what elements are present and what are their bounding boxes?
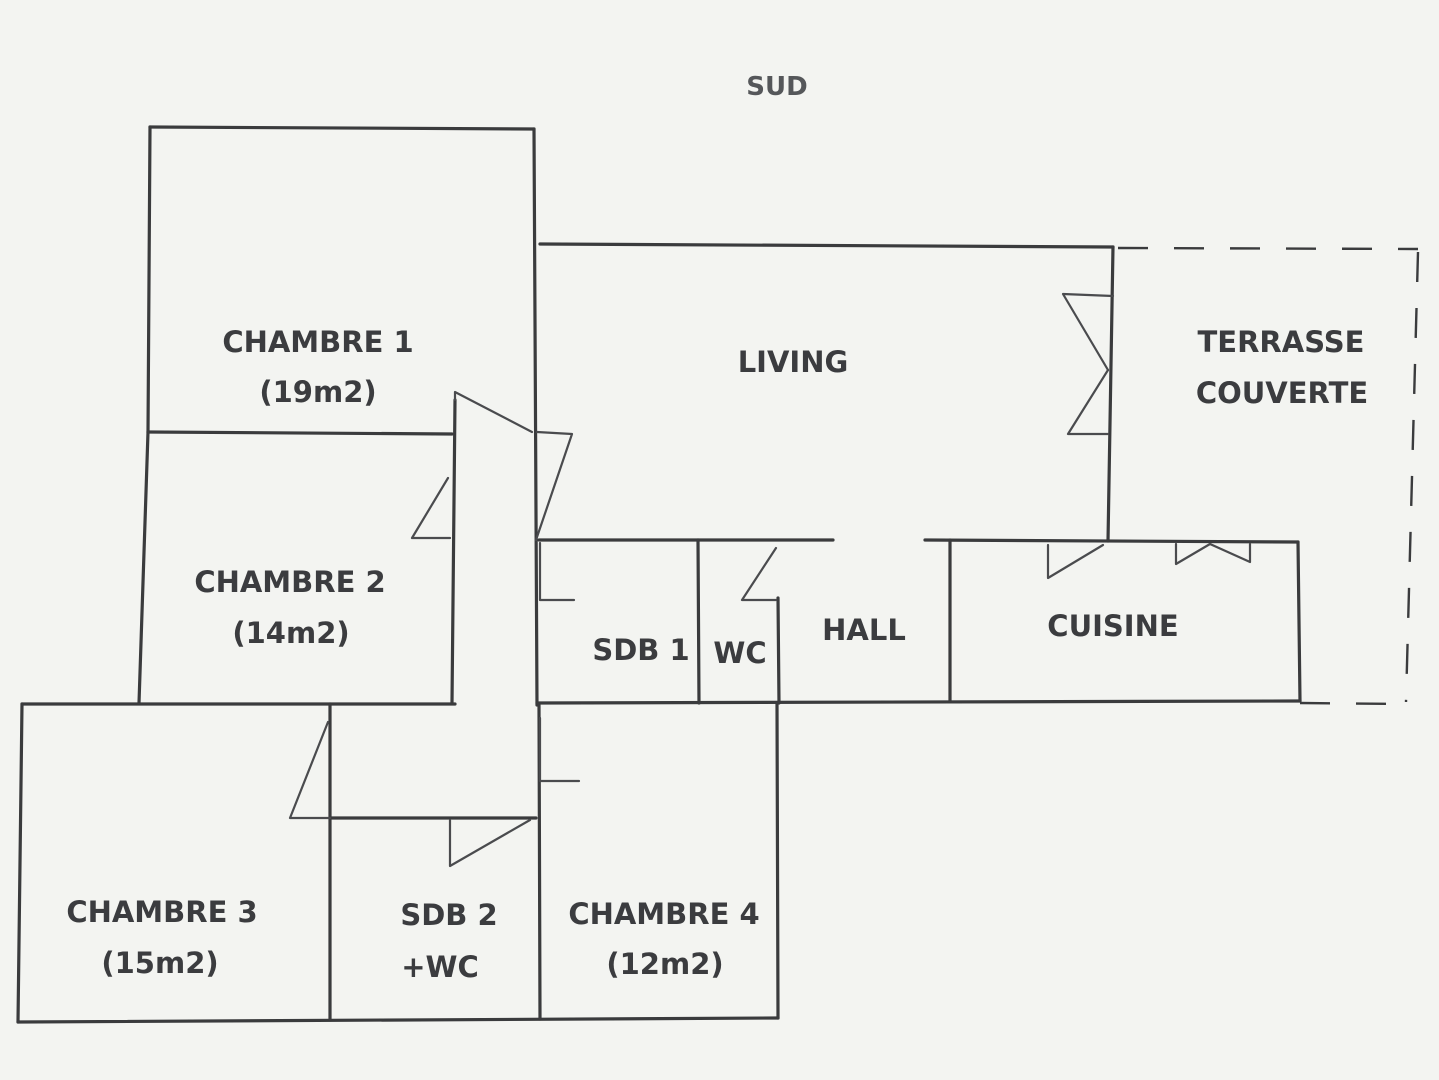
chambre1-name: CHAMBRE 1 — [222, 325, 413, 359]
door-cuisine-1 — [1046, 543, 1105, 580]
door-chambre4 — [538, 716, 581, 783]
door-living-terrasse-2 — [1066, 368, 1110, 436]
wall-chambre1-chambre2 — [146, 430, 454, 436]
door-living-terrasse-1 — [1061, 292, 1115, 372]
labels: SUD CHAMBRE 1 (19m2) LIVING TERRASSE COU… — [66, 72, 1368, 984]
chambre4-area: (12m2) — [606, 947, 723, 981]
wall-wc-hall — [776, 596, 781, 705]
wall-living-terrasse — [1106, 245, 1115, 543]
living-name: LIVING — [738, 345, 849, 379]
orientation-label: SUD — [746, 72, 807, 102]
wall-bottom — [16, 1016, 780, 1024]
wall-cuisine-right — [1296, 540, 1302, 703]
door-corridor-living — [534, 430, 574, 542]
wall-living-top — [538, 242, 1115, 249]
chambre3-area: (15m2) — [101, 946, 218, 980]
wall-sdb1-wc — [696, 538, 701, 705]
door-sdb1 — [538, 541, 576, 602]
cuisine-name: CUISINE — [1047, 609, 1178, 643]
doors — [288, 292, 1252, 868]
wall-cuisine-top — [923, 538, 1300, 544]
wall-chambre1-top — [148, 125, 536, 131]
sdb2-line1: SDB 2 — [400, 898, 497, 932]
door-chambre1 — [453, 390, 534, 434]
wall-chambre1-left — [146, 125, 152, 434]
sdb2-line2: +WC — [401, 950, 479, 984]
door-chambre3 — [288, 720, 332, 820]
terrasse-line1: TERRASSE — [1198, 325, 1365, 359]
wc-name: WC — [713, 636, 766, 670]
chambre2-name: CHAMBRE 2 — [194, 565, 385, 599]
wall-chambre2-left — [137, 430, 150, 705]
wall-chambre2-right — [450, 398, 457, 705]
terrasse-right — [1404, 251, 1420, 703]
chambre4-name: CHAMBRE 4 — [568, 897, 759, 931]
terrasse-outline — [1117, 246, 1420, 706]
sdb1-name: SDB 1 — [592, 633, 689, 667]
wall-chambre4-right — [775, 701, 780, 1020]
wall-corridor-east — [532, 127, 539, 707]
wall-chambre4-top — [535, 699, 1302, 705]
door-wc — [740, 546, 778, 602]
chambre1-area: (19m2) — [259, 375, 376, 409]
door-chambre2 — [410, 476, 452, 540]
door-sdb2 — [448, 818, 532, 868]
chambre3-name: CHAMBRE 3 — [66, 895, 257, 929]
terrasse-line2: COUVERTE — [1196, 376, 1368, 410]
hall-name: HALL — [822, 613, 906, 647]
terrasse-top — [1117, 246, 1419, 251]
wall-chambre3-left — [16, 702, 24, 1024]
terrasse-bottom — [1299, 701, 1407, 706]
door-cuisine-2 — [1174, 542, 1252, 566]
chambre2-area: (14m2) — [232, 616, 349, 650]
